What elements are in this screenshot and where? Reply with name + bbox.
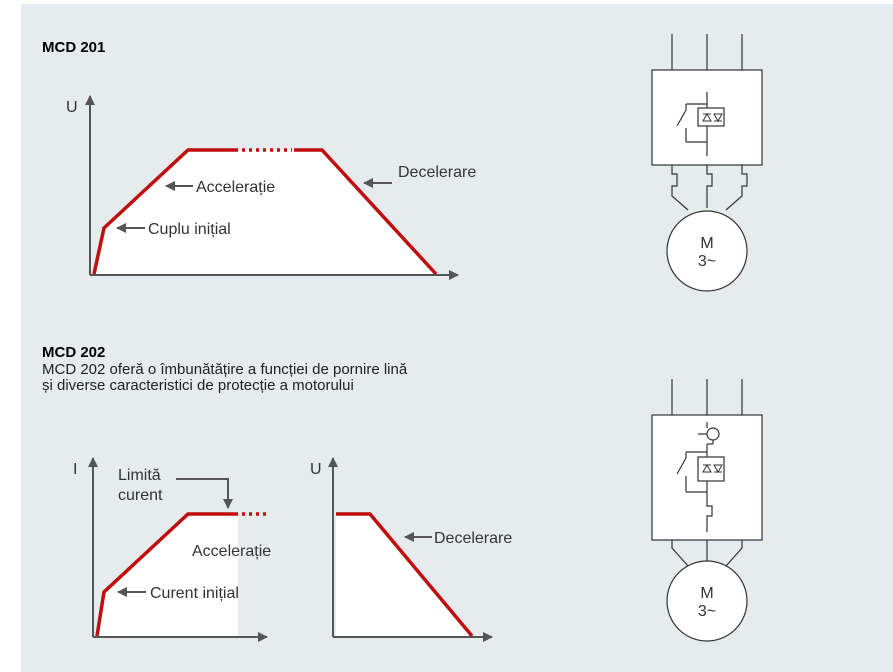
deceleration-label: Decelerare — [398, 164, 476, 181]
limit-label-line-2: curent — [118, 487, 163, 504]
mcd202-current-curve — [95, 512, 238, 637]
mcd201-graph: U Accelerație Cuplu inițial Decelerare — [66, 95, 476, 280]
deceleration-label: Decelerare — [434, 530, 512, 547]
motor-icon — [666, 210, 748, 292]
acceleration-label: Accelerație — [196, 179, 275, 196]
mcd202-decel-graph: U Decelerare — [310, 457, 512, 642]
motor-icon — [666, 560, 748, 642]
mcd202-description-line-1: MCD 202 oferă o îmbunătățire a funcției … — [42, 361, 408, 378]
motor-label-3phase: 3~ — [698, 603, 716, 620]
initial-torque-label: Cuplu inițial — [148, 221, 231, 238]
motor-label-3phase: 3~ — [698, 253, 716, 270]
acceleration-label: Accelerație — [192, 543, 271, 560]
mcd202-current-fill — [97, 514, 238, 636]
y-axis-label: U — [310, 461, 322, 478]
thyristor-icon — [697, 456, 725, 482]
mcd201-curve-fill — [94, 150, 436, 274]
mcd201-schematic — [651, 34, 763, 292]
initial-current-label: Curent inițial — [150, 585, 239, 602]
limit-label-line-1: Limită — [118, 467, 161, 484]
y-axis-label: U — [66, 99, 78, 116]
mcd202-decel-curve — [336, 512, 474, 638]
mcd202-schematic — [651, 379, 763, 642]
mcd202-title: MCD 202 — [42, 344, 106, 361]
y-axis-label: I — [73, 461, 77, 478]
mcd201-title: MCD 201 — [42, 39, 106, 56]
mcd201-curve — [92, 148, 238, 275]
motor-label-m: M — [700, 585, 713, 602]
limit-arrow — [176, 478, 233, 509]
mcd202-decel-fill — [336, 514, 472, 636]
mcd202-current-graph: I Limită curent Accelerație Curent iniți… — [73, 457, 271, 642]
mcd201-curve-decel — [294, 148, 438, 276]
motor-label-m: M — [700, 235, 713, 252]
mcd202-description-line-2: și diverse caracteristici de protecție a… — [42, 377, 354, 394]
thyristor-icon — [697, 107, 725, 127]
